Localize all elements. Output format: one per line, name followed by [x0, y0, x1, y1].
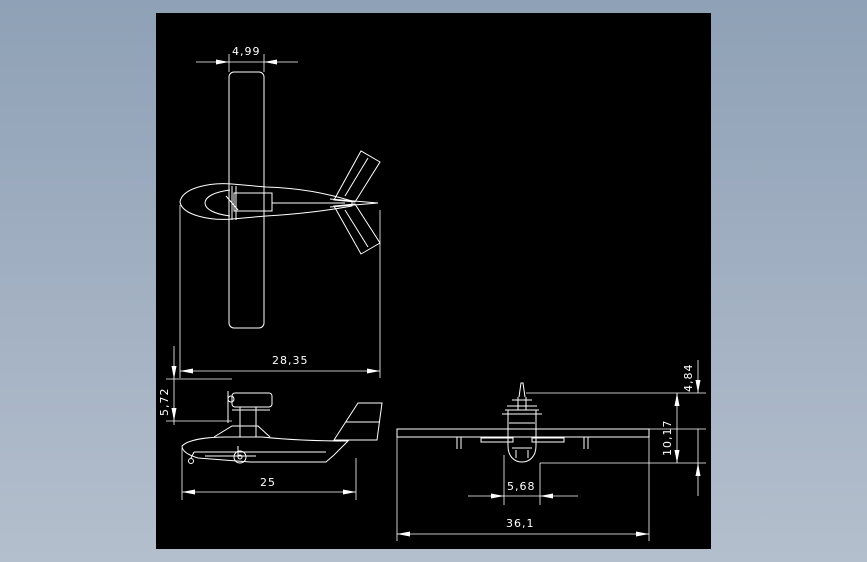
- dim-side-hull-length: 25: [260, 476, 276, 489]
- dim-front-hull-width: 5,68: [507, 480, 536, 493]
- dim-front-wingspan: 36,1: [506, 517, 535, 530]
- front-view-fin: [518, 382, 526, 398]
- cad-viewport[interactable]: [156, 13, 711, 549]
- side-view-tail: [333, 402, 383, 441]
- side-view-hull: [181, 436, 350, 463]
- dim-front-fin-height: 4,84: [682, 364, 695, 393]
- dim-side-height: 5,72: [158, 388, 171, 417]
- side-view: 5,72 25: [158, 346, 383, 500]
- side-view-main-wheel: [233, 450, 247, 464]
- top-view-canopy: [204, 189, 231, 217]
- dim-top-tail-width: 4,99: [232, 45, 261, 58]
- dim-top-overall-length: 28,35: [272, 354, 309, 367]
- top-view-engine: [233, 192, 273, 212]
- side-view-engine: [231, 392, 273, 408]
- top-view: 4,99 28,35: [179, 45, 381, 378]
- front-view-fuselage: [507, 409, 537, 463]
- top-view-fuselage: [179, 183, 353, 220]
- front-view-wing: [396, 428, 650, 438]
- dim-front-body-height: 10,17: [661, 420, 674, 457]
- side-view-nose-wheel: [188, 458, 194, 464]
- top-view-tail-upper: [333, 150, 381, 203]
- front-view: 4,84 10,17 5,68 36,1: [396, 360, 706, 541]
